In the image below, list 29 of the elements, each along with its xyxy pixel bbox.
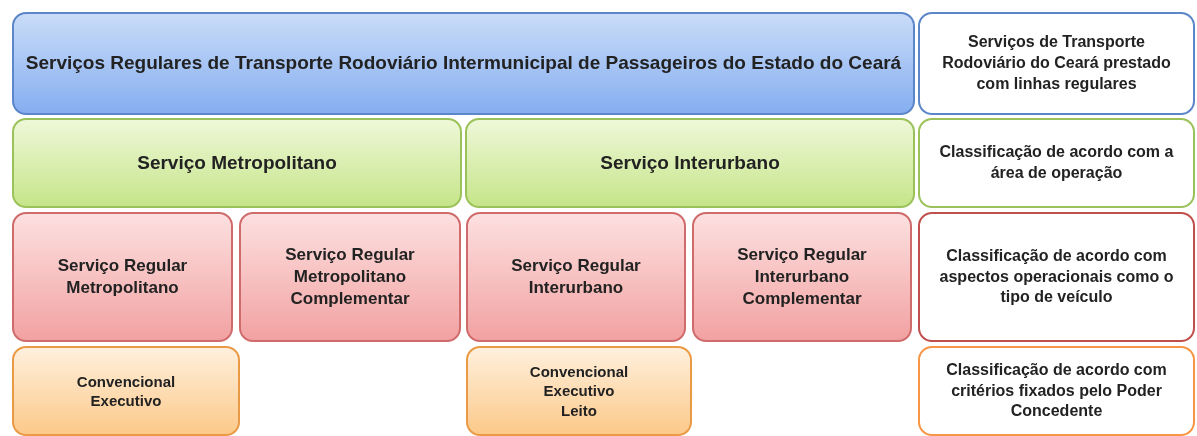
category-box (692, 212, 912, 342)
box-label: Serviço Regular Metropolitano Complementar (284, 243, 416, 311)
box-label: Serviços de Transporte Rodoviário do Ceará prestado com linhas regulares (941, 32, 1172, 94)
box-label: Serviços Regulares de Transporte Rodoviário Intermunicipal de Passageiros do Estado do Ceará (25, 51, 902, 76)
box-label: Serviço Regular Interurbano (510, 254, 642, 299)
box-label: Serviço Interurbano (600, 150, 780, 175)
category-box (12, 12, 915, 115)
box-label: Convencional (76, 371, 176, 391)
box-label: Executivo (543, 381, 615, 401)
category-box (12, 346, 240, 436)
note-box (918, 12, 1195, 115)
box-label: Executivo (90, 391, 162, 411)
box-label: Serviço Regular Interurbano Complementar (736, 243, 868, 311)
box-label: Serviço Metropolitano (137, 150, 337, 175)
box-label: Convencional (529, 361, 629, 382)
category-box (239, 212, 461, 342)
box-label: Classificação de acordo com critérios fixados pelo Poder Concedente (945, 359, 1168, 422)
box-label: Classificação de acordo com a área de operação (938, 142, 1175, 183)
note-box (918, 212, 1195, 342)
category-box (465, 118, 915, 208)
note-box (918, 346, 1195, 436)
category-box (12, 212, 233, 342)
category-box (466, 212, 686, 342)
category-box (12, 118, 462, 208)
box-label: Leito (561, 400, 597, 421)
box-label: Serviço Regular Metropolitano (56, 254, 189, 299)
box-label: Classificação de acordo com aspectos operacionais como o tipo de veículo (938, 245, 1175, 308)
note-box (918, 118, 1195, 208)
category-box (466, 346, 692, 436)
